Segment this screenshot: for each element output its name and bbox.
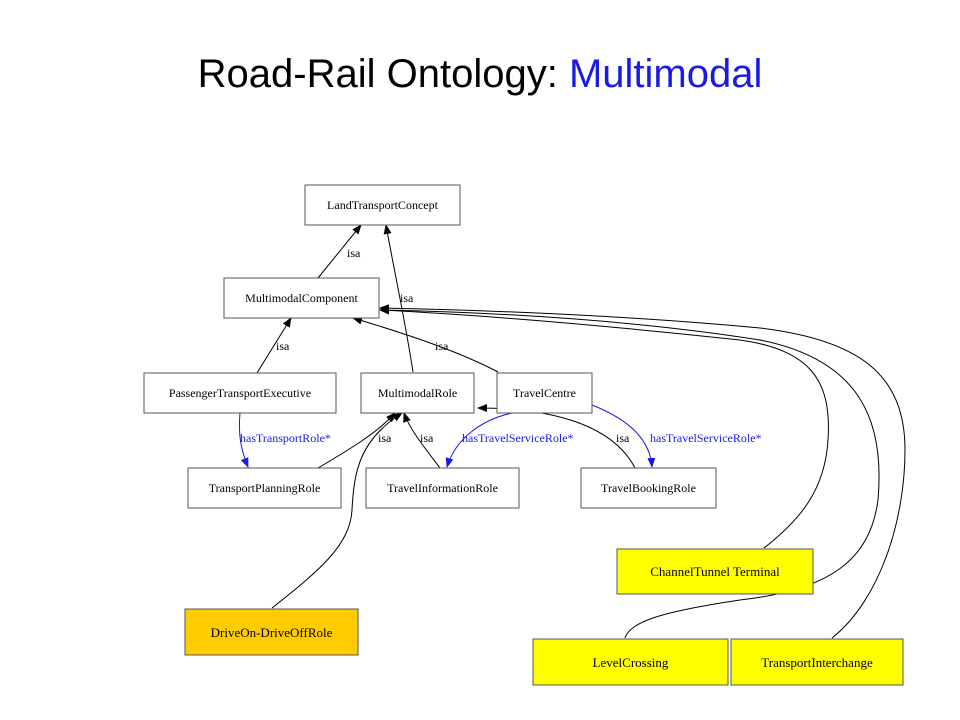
node-transport-interchange: TransportInterchange (730, 638, 904, 686)
node-label: TravelCentre (513, 386, 576, 400)
node-label: TravelBookingRole (601, 481, 696, 495)
page-title: Road-Rail Ontology: Multimodal (0, 52, 960, 97)
node-transport-planning-role: TransportPlanningRole (187, 467, 342, 509)
node-label: MultimodalComponent (245, 291, 358, 305)
node-label: PassengerTransportExecutive (169, 386, 311, 400)
node-label: TransportInterchange (761, 655, 873, 670)
edge-isa-centre-component (352, 316, 499, 373)
edge-isa-planning-role (317, 412, 396, 469)
node-multimodal-role: MultimodalRole (360, 372, 475, 414)
node-travel-information-role: TravelInformationRole (365, 467, 520, 509)
edge-driveon-role (271, 412, 403, 609)
edge-label-has-transport-role: hasTransportRole* (240, 431, 331, 445)
edges (238, 224, 906, 639)
node-label: TravelInformationRole (387, 481, 498, 495)
edge-isa-component-concept (317, 224, 362, 279)
node-land-transport-concept: LandTransportConcept (304, 184, 461, 226)
edge-labels: isa isa isa isa hasTransportRole* isa is… (240, 246, 762, 445)
node-travel-centre: TravelCentre (496, 372, 593, 414)
edge-has-transport-role (238, 412, 249, 468)
edge-has-travel-service-role-booking (591, 404, 656, 468)
node-label: DriveOn-DriveOffRole (211, 625, 333, 640)
edge-isa-pte-component (256, 317, 292, 374)
node-label: ChannelTunnel Terminal (650, 564, 780, 579)
nodes: LandTransportConcept MultimodalComponent… (143, 184, 904, 686)
node-travel-booking-role: TravelBookingRole (580, 467, 717, 509)
edge-label-has-travel-service-role: hasTravelServiceRole* (650, 431, 762, 445)
node-label: TransportPlanningRole (209, 481, 321, 495)
edge-label-isa: isa (616, 431, 630, 445)
edge-label-isa: isa (435, 339, 449, 353)
node-multimodal-component: MultimodalComponent (223, 277, 380, 319)
edge-label-isa: isa (420, 431, 434, 445)
node-label: LandTransportConcept (327, 198, 439, 212)
node-level-crossing: LevelCrossing (532, 638, 729, 686)
title-accent: Multimodal (568, 52, 763, 96)
title-main: Road-Rail Ontology: (197, 52, 569, 96)
edge-label-isa: isa (347, 246, 361, 260)
edge-isa-information-role (403, 412, 441, 469)
edge-has-travel-service-role-info (445, 412, 513, 468)
node-label: LevelCrossing (593, 655, 669, 670)
edge-interchange-component (379, 304, 906, 639)
edge-label-isa: isa (400, 291, 414, 305)
edge-label-has-travel-service-role: hasTravelServiceRole* (462, 431, 574, 445)
edge-isa-role-concept (383, 224, 414, 373)
edge-label-isa: isa (276, 339, 290, 353)
node-drive-on-drive-off-role: DriveOn-DriveOffRole (184, 608, 359, 656)
node-label: MultimodalRole (378, 386, 457, 400)
edge-channeltunnel-component (379, 306, 829, 549)
node-passenger-transport-executive: PassengerTransportExecutive (143, 372, 337, 414)
node-channel-tunnel-terminal: ChannelTunnel Terminal (616, 548, 814, 595)
edge-levelcrossing-component (379, 306, 880, 639)
edge-label-isa: isa (378, 431, 392, 445)
